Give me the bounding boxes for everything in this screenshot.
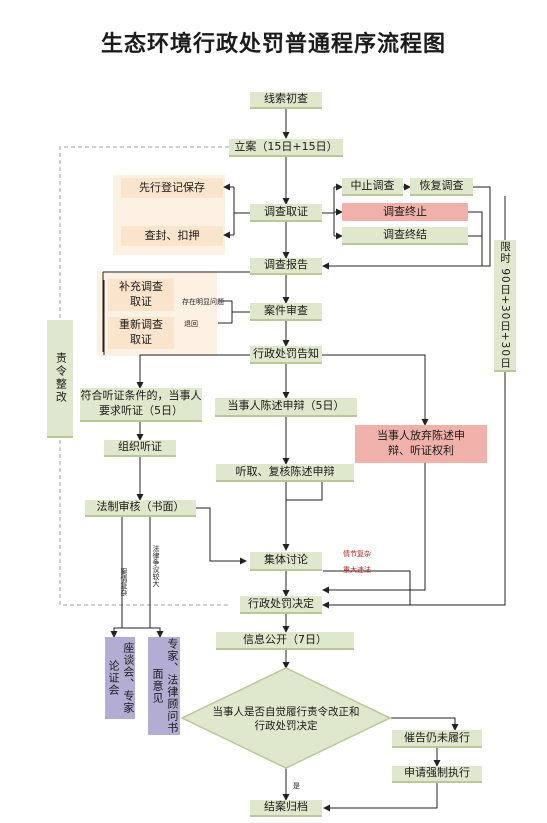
node-diaocha[interactable]: 调查取证 xyxy=(250,204,322,222)
node-zuzhi[interactable]: 组织听证 xyxy=(104,440,176,457)
node-lian[interactable]: 立案（15日+15日） xyxy=(229,139,343,157)
label-qingjie: 情节复杂 xyxy=(343,550,371,558)
node-chafeng[interactable]: 查封、扣押 xyxy=(121,226,223,246)
node-zhongzhi2[interactable]: 调查终止 xyxy=(342,203,468,221)
node-jiti[interactable]: 集体讨论 xyxy=(250,552,322,571)
node-buchong[interactable]: 补充调查取证 xyxy=(108,279,174,311)
node-lvxing[interactable]: 当事人是否自觉履行责令改正和行政处罚决定 xyxy=(212,705,360,732)
node-fangqi[interactable]: 当事人放弃陈述申辩、听证权利 xyxy=(355,425,487,463)
node-zeling[interactable]: 责令整改 xyxy=(47,320,73,438)
node-gongkai[interactable]: 信息公开（7日） xyxy=(216,632,354,650)
label-zhongda: 重大违法 xyxy=(343,566,371,574)
node-tingzheng-req[interactable]: 符合听证条件的，当事人要求听证（5日） xyxy=(80,388,202,422)
node-fazhi[interactable]: 法制审核（书面） xyxy=(85,500,196,517)
label-tuihui: 退回 xyxy=(184,320,198,328)
dashed-loop xyxy=(59,146,229,606)
node-qiangzhi[interactable]: 申请强制执行 xyxy=(392,766,482,783)
node-zhongzhi[interactable]: 中止调查 xyxy=(342,178,403,196)
node-jueding[interactable]: 行政处罚决定 xyxy=(240,596,322,614)
node-gaozhi[interactable]: 行政处罚告知 xyxy=(250,346,322,364)
node-huifu[interactable]: 恢复调查 xyxy=(410,178,473,196)
node-zhuanjia[interactable]: 专家、法律顾问书面意见 xyxy=(148,637,180,735)
node-zhongjie[interactable]: 调查终结 xyxy=(342,227,468,245)
node-zuotan[interactable]: 座谈会、专家论证会 xyxy=(105,637,135,719)
label-zhengyi: 法律争议较大 xyxy=(152,545,160,587)
node-xianxing[interactable]: 先行登记保存 xyxy=(121,178,223,198)
node-xiansuo[interactable]: 线索初查 xyxy=(250,92,322,109)
label-anqing: 案情复杂 xyxy=(120,568,128,596)
node-guidang[interactable]: 结案归档 xyxy=(250,800,322,817)
node-cuigao[interactable]: 催告仍未履行 xyxy=(392,730,482,748)
node-tingqu[interactable]: 听取、复核陈述申辩 xyxy=(216,464,354,482)
node-shencha[interactable]: 案件审查 xyxy=(250,303,322,321)
page-title: 生态环境行政处罚普通程序流程图 xyxy=(100,32,446,57)
node-xianqi[interactable]: 限时 90日+30日+30日 xyxy=(494,240,516,372)
node-baogao[interactable]: 调查报告 xyxy=(250,258,322,275)
node-chenshu[interactable]: 当事人陈述申辩（5日） xyxy=(215,398,357,417)
node-chongxin[interactable]: 重新调查取证 xyxy=(108,317,174,349)
label-mingxian: 存在明显问题 xyxy=(182,298,224,306)
decision-diamond xyxy=(180,667,392,769)
label-shi: 是 xyxy=(293,782,300,790)
